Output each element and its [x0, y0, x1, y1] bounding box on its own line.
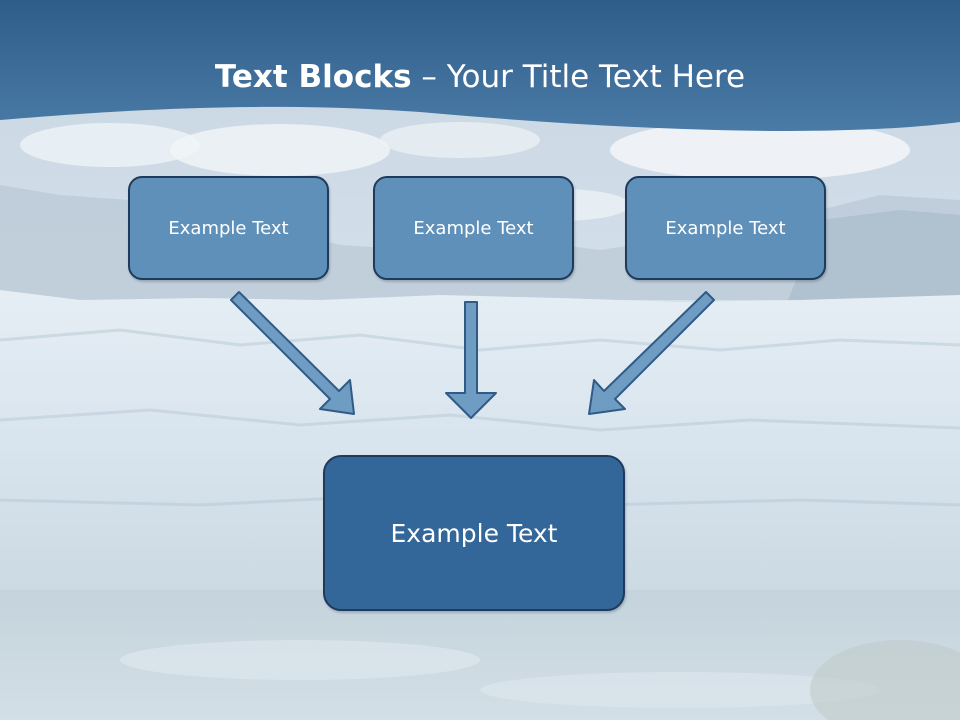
- title-header-band: [0, 0, 960, 131]
- main-text-block[interactable]: Example Text: [323, 455, 625, 611]
- middle-arrow: [445, 301, 497, 419]
- left-arrow: [230, 291, 355, 415]
- text-block-2[interactable]: Example Text: [373, 176, 574, 280]
- slide-title-rest: – Your Title Text Here: [411, 59, 746, 95]
- text-block-3[interactable]: Example Text: [625, 176, 826, 280]
- text-block-1[interactable]: Example Text: [128, 176, 329, 280]
- right-arrow: [588, 291, 715, 415]
- slide-title-bold: Text Blocks: [214, 59, 412, 95]
- slide-title: Text Blocks – Your Title Text Here: [0, 52, 960, 102]
